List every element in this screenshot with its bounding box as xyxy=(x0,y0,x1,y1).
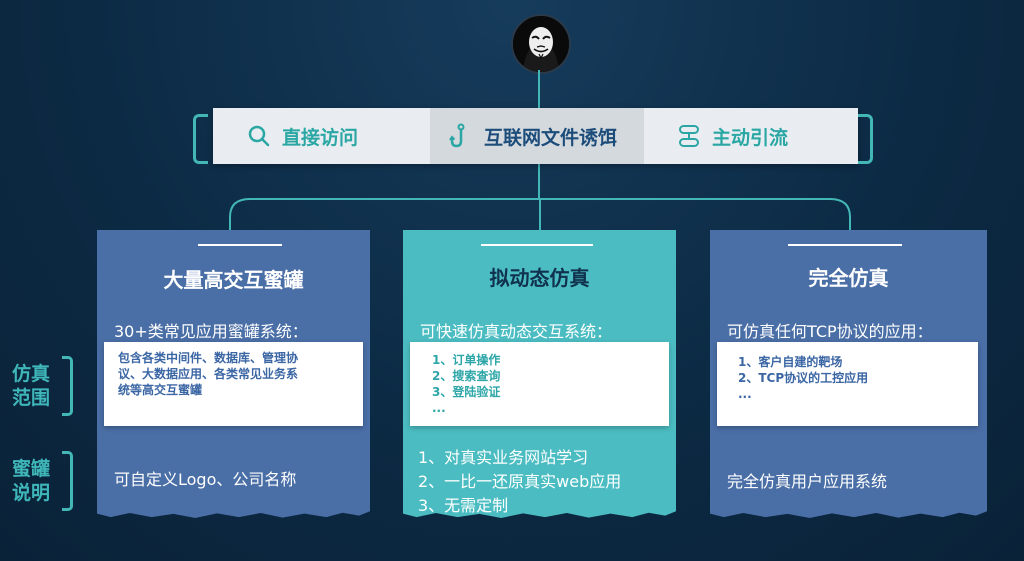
column-detail-box xyxy=(104,342,363,426)
entry-method-label: 主动引流 xyxy=(712,126,789,149)
side-bracket-scope xyxy=(62,356,73,416)
entry-method-label: 直接访问 xyxy=(282,126,359,149)
entry-method-label: 互联网文件诱饵 xyxy=(484,126,618,149)
column-subtitle: 30+类常见应用蜜罐系统： xyxy=(114,322,308,341)
search-icon xyxy=(248,125,270,147)
attacker-avatar xyxy=(511,14,571,74)
column-subtitle: 可仿真任何TCP协议的应用： xyxy=(727,322,933,341)
entry-method-file-bait: 互联网文件诱饵 xyxy=(448,108,617,164)
side-label-description: 蜜罐 说明 xyxy=(12,458,51,504)
connector-top xyxy=(538,70,540,108)
column-note: 1、对真实业务网站学习 2、一比一还原真实web应用 3、无需定制 xyxy=(418,448,622,515)
column-detail-box xyxy=(410,342,669,426)
column-detail-text: 包含各类中间件、数据库、管理协 议、大数据应用、各类常见业务系 统等高交互蜜罐 xyxy=(118,351,299,397)
hook-icon xyxy=(449,123,465,148)
bar-right-bracket xyxy=(858,114,873,164)
column-title: 完全仿真 xyxy=(808,266,889,290)
bar-left-bracket xyxy=(193,114,208,164)
column-note: 完全仿真用户应用系统 xyxy=(727,472,888,491)
column-detail-box xyxy=(717,342,978,426)
column-title: 拟动态仿真 xyxy=(489,266,590,290)
route-icon xyxy=(679,125,699,147)
column-title: 大量高交互蜜罐 xyxy=(163,268,304,292)
side-label-scope: 仿真 范围 xyxy=(12,363,51,409)
column-rule xyxy=(198,244,282,246)
column-note: 可自定义Logo、公司名称 xyxy=(114,470,297,489)
connector-middle xyxy=(538,164,540,198)
entry-method-highlight xyxy=(430,108,644,164)
column-detail-text: 1、订单操作 2、搜索查询 3、登陆验证 ... xyxy=(432,353,501,415)
column-rule xyxy=(788,244,902,246)
column-rule xyxy=(481,244,593,246)
column-subtitle: 可快速仿真动态交互系统： xyxy=(420,322,613,341)
side-bracket-description xyxy=(62,451,73,511)
entry-method-diversion: 主动引流 xyxy=(676,108,788,164)
entry-method-direct: 直接访问 xyxy=(246,108,358,164)
branch-connector xyxy=(229,198,851,233)
column-detail-text: 1、客户自建的靶场 2、TCP协议的工控应用 ... xyxy=(738,355,869,401)
anonymous-mask-icon xyxy=(513,16,569,72)
